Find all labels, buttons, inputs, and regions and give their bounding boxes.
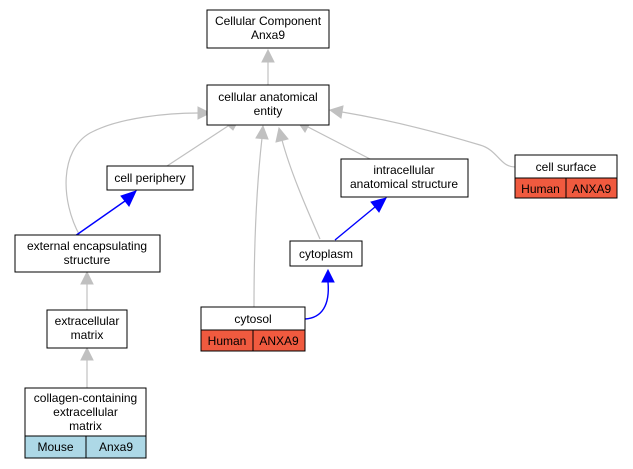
- node-label-line: matrix: [69, 419, 102, 433]
- node-label-line: anatomical structure: [350, 177, 458, 191]
- gene-label: ANXA9: [259, 334, 299, 348]
- node-external-encapsulating-structure[interactable]: external encapsulating structure: [14, 234, 161, 273]
- node-label-line: cell surface: [536, 160, 597, 174]
- gene-label: Anxa9: [99, 440, 133, 454]
- node-label-line: entity: [254, 104, 283, 118]
- node-intracellular-anatomical-structure[interactable]: intracellular anatomical structure: [340, 158, 469, 198]
- edge-cae-to-root: [261, 48, 275, 85]
- species-label: Human: [521, 182, 560, 196]
- gene-cell: [252, 329, 306, 352]
- edge-cellsurface-to-cae: [328, 105, 516, 168]
- node-label-line: Cellular Component: [215, 14, 322, 28]
- node-label-line: Anxa9: [251, 28, 285, 42]
- edge-cytoplasm-partof-ias: [334, 197, 387, 241]
- node-cell-surface[interactable]: cell surface Human ANXA9: [514, 154, 618, 199]
- edge-cytosol-to-cae: [253, 124, 269, 308]
- node-cellular-anatomical-entity[interactable]: cellular anatomical entity: [206, 84, 330, 126]
- node-label-line: cellular anatomical: [218, 90, 317, 104]
- species-label: Mouse: [37, 440, 73, 454]
- edge-ecm-to-ees: [80, 270, 94, 310]
- node-label-line: extracellular: [53, 405, 118, 419]
- gene-cell: [565, 177, 618, 199]
- gene-label: ANXA9: [572, 182, 612, 196]
- edge-cytoplasm-to-cae: [275, 126, 321, 240]
- node-label-line: extracellular: [55, 314, 120, 328]
- gene-cell: [85, 435, 147, 459]
- node-label-line: matrix: [71, 328, 104, 342]
- node-cytoplasm[interactable]: cytoplasm: [289, 240, 363, 267]
- node-label-line: cytosol: [234, 312, 271, 326]
- node-label-line: structure: [64, 253, 111, 267]
- edge-cytosol-partof-cytoplasm: [304, 268, 335, 320]
- node-label-line: external encapsulating: [27, 239, 147, 253]
- node-label-line: collagen-containing: [34, 391, 137, 405]
- node-label-line: cell periphery: [114, 171, 185, 185]
- edge-ees-to-cae: [65, 106, 212, 237]
- species-label: Human: [208, 334, 247, 348]
- edge-ees-partof-cellperiphery: [74, 190, 137, 237]
- edge-collagen-to-ecm: [80, 346, 94, 388]
- node-label-line: intracellular: [373, 163, 434, 177]
- edge-ias-to-cae: [297, 120, 371, 160]
- node-cellular-component[interactable]: Cellular Component Anxa9: [206, 9, 330, 49]
- node-cell-periphery[interactable]: cell periphery: [106, 165, 194, 191]
- node-extracellular-matrix[interactable]: extracellular matrix: [46, 309, 128, 349]
- node-collagen-containing-extracellular-matrix[interactable]: collagen-containing extracellular matrix…: [24, 387, 147, 459]
- node-label-line: cytoplasm: [299, 247, 353, 261]
- node-cytosol[interactable]: cytosol Human ANXA9: [200, 306, 306, 352]
